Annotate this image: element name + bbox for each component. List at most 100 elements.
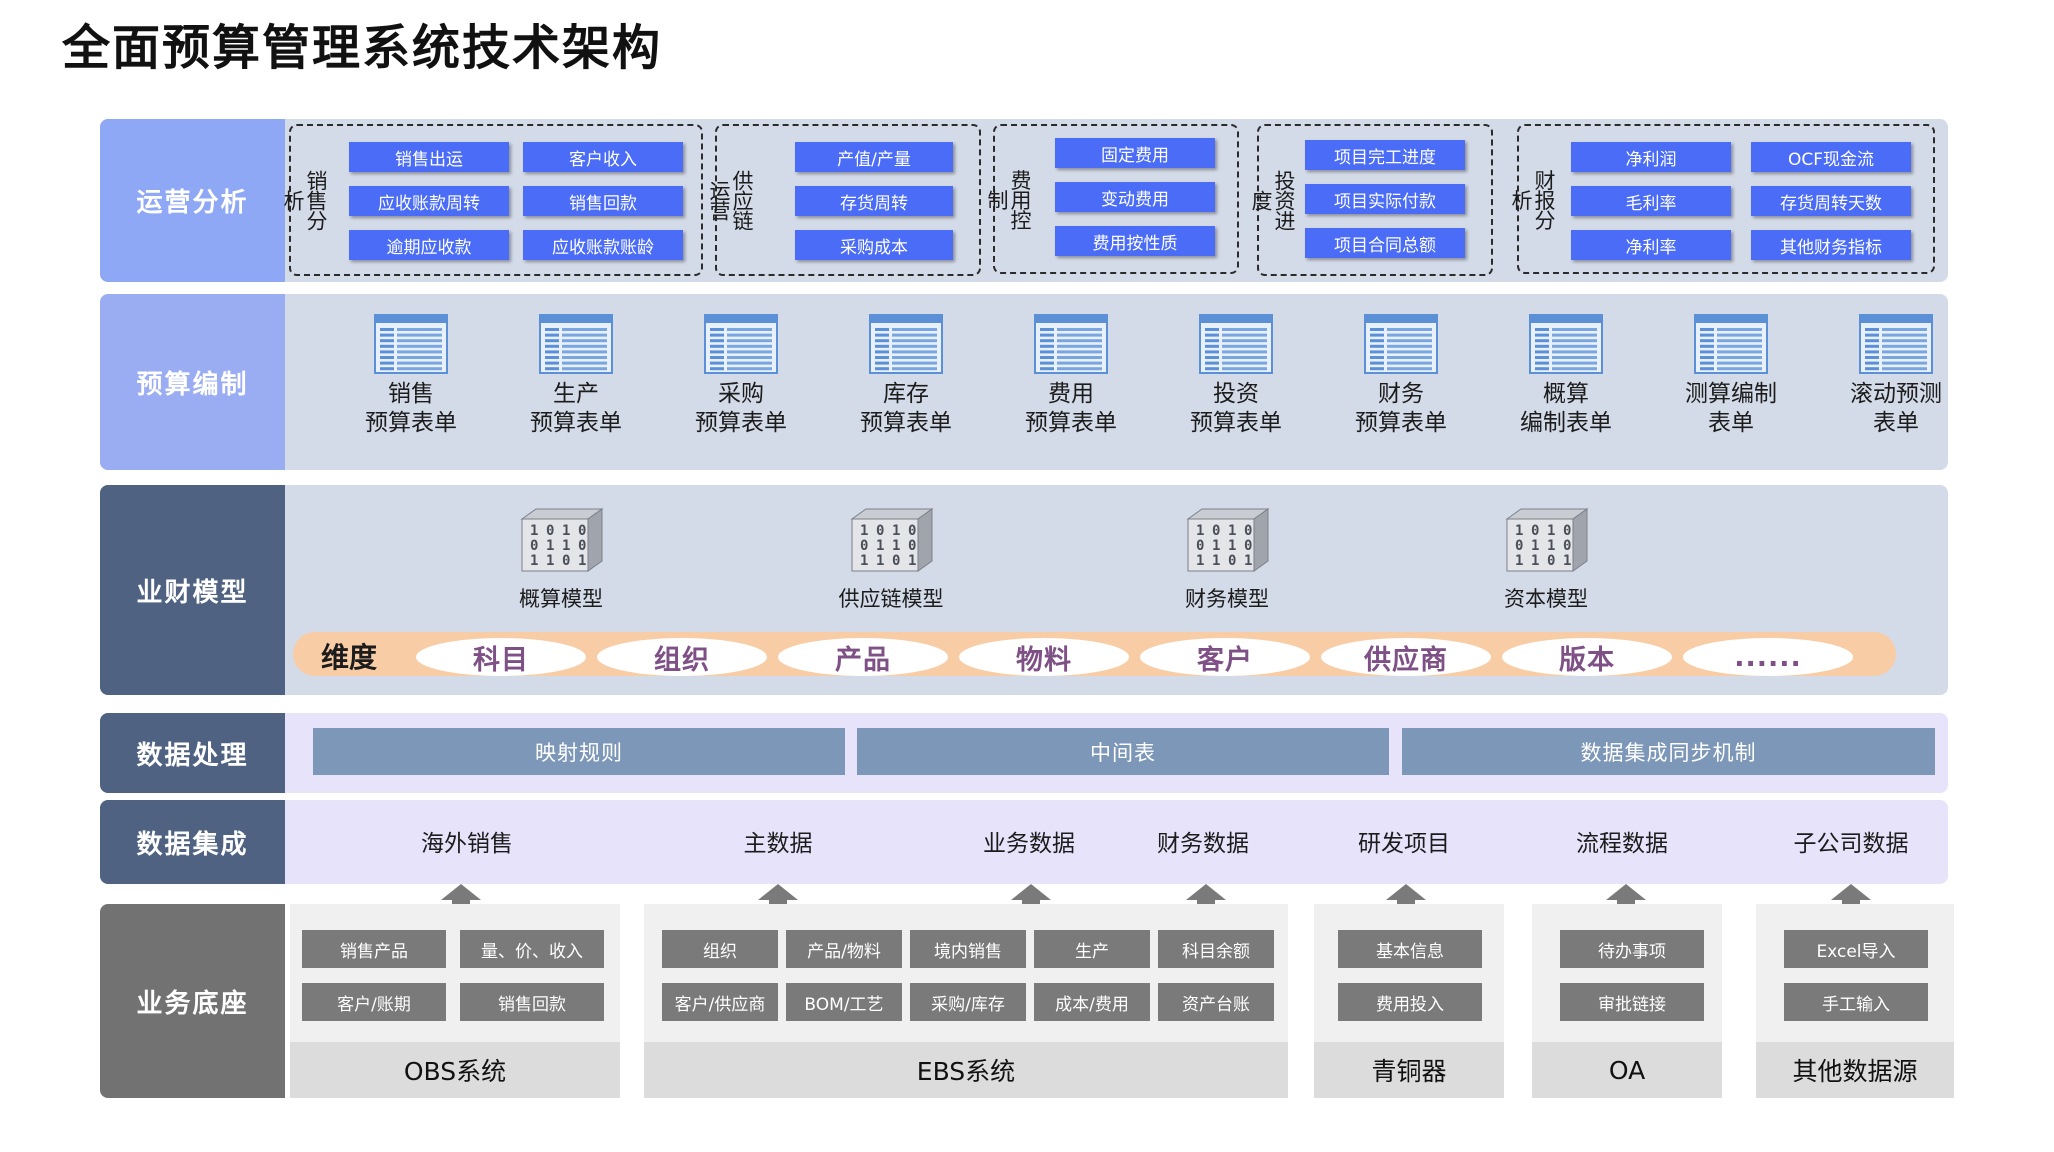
dimension-pill[interactable]: 组织 [597, 638, 767, 676]
up-arrow-icon [1186, 884, 1226, 918]
source-item[interactable]: Excel导入 [1784, 930, 1928, 968]
budget-form-item[interactable]: 采购预算表单 [671, 314, 811, 438]
source-item[interactable]: 费用投入 [1338, 983, 1482, 1021]
source-item[interactable]: 成本/费用 [1034, 983, 1150, 1021]
kpi-item[interactable]: 固定费用 [1055, 138, 1215, 168]
budget-form-item[interactable]: 概算编制表单 [1496, 314, 1636, 438]
processing-layer: 数据处理 映射规则 中间表 数据集成同步机制 [100, 713, 1948, 793]
budget-form-label-line: 预算表单 [365, 410, 457, 436]
up-arrow-icon [1606, 884, 1646, 918]
kpi-item[interactable]: 变动费用 [1055, 182, 1215, 212]
dimension-pill[interactable]: 客户 [1140, 638, 1310, 676]
dimension-pill[interactable]: ...... [1683, 638, 1853, 676]
models-layer-label: 业财模型 [100, 485, 285, 695]
budget-form-label-line: 预算表单 [530, 410, 622, 436]
kpi-item[interactable]: 其他财务指标 [1751, 230, 1911, 260]
budget-form-label-line: 费用 [1048, 381, 1094, 407]
budget-form-item[interactable]: 滚动预测表单 [1826, 314, 1948, 438]
kpi-item[interactable]: 净利润 [1571, 142, 1731, 172]
budget-form-label-line: 预算表单 [860, 410, 952, 436]
source-item[interactable]: 组织 [662, 930, 778, 968]
svg-text:0: 0 [1563, 538, 1571, 554]
svg-text:1: 1 [892, 538, 900, 554]
source-item[interactable]: 客户/账期 [302, 983, 446, 1021]
kpi-item[interactable]: 费用按性质 [1055, 226, 1215, 256]
source-item[interactable]: 销售产品 [302, 930, 446, 968]
kpi-item[interactable]: 项目实际付款 [1305, 184, 1465, 214]
svg-text:1: 1 [876, 553, 884, 569]
dimension-pill[interactable]: 科目 [416, 638, 586, 676]
dimension-pill[interactable]: 供应商 [1321, 638, 1491, 676]
budget-form-item[interactable]: 费用预算表单 [1001, 314, 1141, 438]
kpi-item[interactable]: OCF现金流 [1751, 142, 1911, 172]
process-intermediate-table[interactable]: 中间表 [857, 728, 1389, 775]
kpi-item[interactable]: 项目合同总额 [1305, 228, 1465, 258]
kpi-group-title: 供应链运营 [707, 170, 754, 230]
budget-form-item[interactable]: 生产预算表单 [506, 314, 646, 438]
kpi-item[interactable]: 存货周转天数 [1751, 186, 1911, 216]
system-other-sources: Excel导入 手工输入 其他数据源 [1756, 904, 1954, 1098]
kpi-item[interactable]: 毛利率 [1571, 186, 1731, 216]
kpi-item[interactable]: 净利率 [1571, 230, 1731, 260]
dimension-pill[interactable]: 版本 [1502, 638, 1672, 676]
budget-form-item[interactable]: 投资预算表单 [1166, 314, 1306, 438]
source-item[interactable]: BOM/工艺 [786, 983, 902, 1021]
source-item[interactable]: 基本信息 [1338, 930, 1482, 968]
budget-form-item[interactable]: 库存预算表单 [836, 314, 976, 438]
kpi-item[interactable]: 逾期应收款 [349, 230, 509, 260]
kpi-item[interactable]: 项目完工进度 [1305, 140, 1465, 170]
system-ebs: 组织 产品/物料 境内销售 生产 科目余额 客户/供应商 BOM/工艺 采购/库… [644, 904, 1288, 1098]
source-item[interactable]: 手工输入 [1784, 983, 1928, 1021]
kpi-item[interactable]: 采购成本 [795, 230, 953, 260]
source-item[interactable]: 资产台账 [1158, 983, 1274, 1021]
dimension-pill[interactable]: 产品 [778, 638, 948, 676]
integration-layer-body: 海外销售 主数据 业务数据 财务数据 研发项目 流程数据 子公司数据 [285, 800, 1948, 884]
source-item[interactable]: 境内销售 [910, 930, 1026, 968]
svg-text:1: 1 [1531, 538, 1539, 554]
operations-layer: 运营分析 销售分析 销售出运 客户收入 应收账款周转 销售回款 逾期应收款 应收… [100, 119, 1948, 282]
kpi-item[interactable]: 应收账款账龄 [523, 230, 683, 260]
source-item[interactable]: 生产 [1034, 930, 1150, 968]
budget-form-label: 投资预算表单 [1166, 380, 1306, 438]
kpi-item[interactable]: 销售回款 [523, 186, 683, 216]
up-arrow-icon [1831, 884, 1871, 918]
up-arrow-icon [1011, 884, 1051, 918]
svg-text:1: 1 [1515, 523, 1523, 539]
budget-form-item[interactable]: 测算编制表单 [1661, 314, 1801, 438]
spreadsheet-icon [869, 314, 943, 374]
kpi-item[interactable]: 客户收入 [523, 142, 683, 172]
source-item[interactable]: 客户/供应商 [662, 983, 778, 1021]
kpi-item[interactable]: 应收账款周转 [349, 186, 509, 216]
source-item[interactable]: 量、价、收入 [460, 930, 604, 968]
svg-text:1: 1 [1196, 553, 1204, 569]
source-item[interactable]: 审批链接 [1560, 983, 1704, 1021]
source-item[interactable]: 待办事项 [1560, 930, 1704, 968]
kpi-item[interactable]: 销售出运 [349, 142, 509, 172]
source-item[interactable]: 产品/物料 [786, 930, 902, 968]
kpi-item[interactable]: 产值/产量 [795, 142, 953, 172]
svg-text:1: 1 [1228, 538, 1236, 554]
source-item[interactable]: 科目余额 [1158, 930, 1274, 968]
kpi-item[interactable]: 存货周转 [795, 186, 953, 216]
budget-form-label-line: 编制表单 [1520, 410, 1612, 436]
process-sync-mechanism[interactable]: 数据集成同步机制 [1402, 728, 1935, 775]
dimension-pill[interactable]: 物料 [959, 638, 1129, 676]
system-bronze: 基本信息 费用投入 青铜器 [1314, 904, 1504, 1098]
budget-form-label: 财务预算表单 [1331, 380, 1471, 438]
process-mapping-rules[interactable]: 映射规则 [313, 728, 845, 775]
source-item[interactable]: 采购/库存 [910, 983, 1026, 1021]
system-name: 青铜器 [1314, 1042, 1504, 1098]
budget-form-item[interactable]: 销售预算表单 [341, 314, 481, 438]
source-item[interactable]: 销售回款 [460, 983, 604, 1021]
budget-form-item[interactable]: 财务预算表单 [1331, 314, 1471, 438]
svg-text:0: 0 [1212, 523, 1220, 539]
integration-item-master-data: 主数据 [743, 831, 813, 857]
budgeting-layer-body: 销售预算表单生产预算表单采购预算表单库存预算表单费用预算表单投资预算表单财务预算… [285, 294, 1948, 470]
budget-form-label-line: 表单 [1708, 410, 1754, 436]
